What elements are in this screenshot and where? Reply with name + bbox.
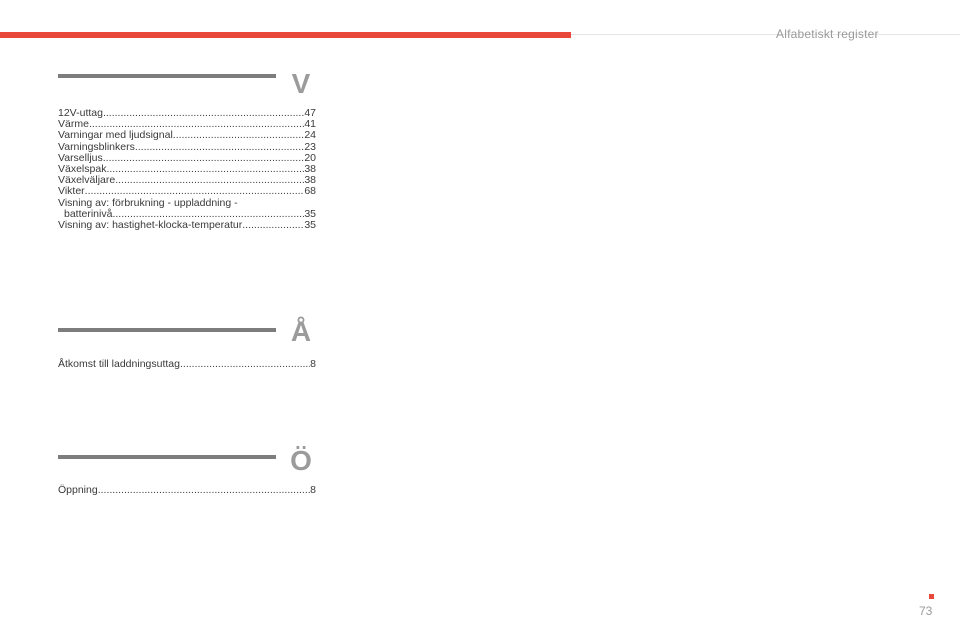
index-entry[interactable]: 12V-uttag47	[58, 107, 316, 119]
section-rule	[58, 328, 276, 332]
page-number-marker	[929, 594, 934, 599]
index-entry[interactable]: Växelväljare38	[58, 175, 316, 186]
section-letter: Ö	[290, 445, 312, 476]
index-entry[interactable]: Visning av: hastighet-klocka-temperatur3…	[58, 219, 316, 231]
index-entry[interactable]: Åtkomst till laddningsuttag8	[58, 358, 316, 370]
section-rule	[58, 74, 276, 78]
page-header-title: Alfabetiskt register	[776, 27, 879, 41]
index-entry[interactable]: Varselljus20	[58, 152, 316, 164]
index-entries: Åtkomst till laddningsuttag8	[58, 358, 316, 370]
index-entries: Öppning8	[58, 484, 316, 496]
section-letter: V	[291, 68, 311, 99]
header-accent-bar	[0, 32, 571, 38]
index-entry[interactable]: Vikter 68	[58, 186, 316, 197]
index-entry[interactable]: Varningsblinkers 23	[58, 141, 316, 153]
page-number: 73	[919, 604, 933, 618]
section-letter: Å	[290, 316, 312, 347]
section-rule	[58, 455, 276, 459]
index-entry[interactable]: Öppning8	[58, 484, 316, 496]
index-entry[interactable]: Visning av: förbrukning - uppladdning - …	[58, 197, 316, 220]
index-entry[interactable]: Varningar med ljudsignal 24	[58, 130, 316, 141]
index-entry[interactable]: Värme41	[58, 118, 316, 130]
index-entry[interactable]: Växelspak38	[58, 163, 316, 175]
header-divider	[571, 34, 960, 35]
index-entries: 12V-uttag47 Värme41 Varningar med ljudsi…	[58, 107, 316, 231]
